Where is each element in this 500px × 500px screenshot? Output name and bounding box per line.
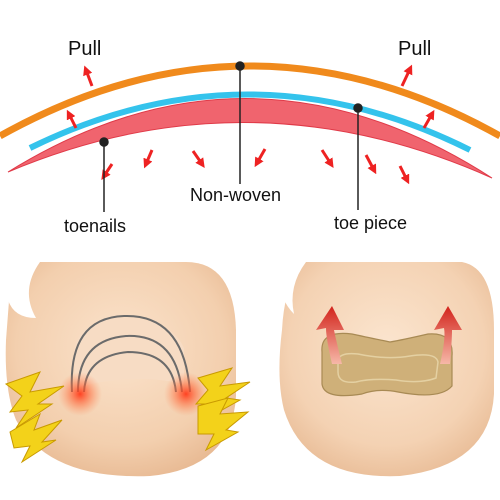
toe-after-illustration: [279, 262, 494, 477]
pointers: [99, 61, 363, 212]
toe-before-illustration: [4, 262, 251, 477]
down-arrow-icon: [254, 148, 267, 168]
lightning-bolt-icon: [197, 397, 250, 452]
non-woven-label: Non-woven: [190, 185, 281, 205]
up-arrow-icon: [422, 109, 435, 129]
up-arrow-icon: [83, 65, 94, 87]
down-arrow-icon: [320, 149, 334, 169]
toe-piece-pointer-dot: [353, 103, 363, 113]
patch-inner-outline: [337, 352, 439, 384]
pain-glow-left: [58, 372, 102, 416]
toenails-pointer-dot: [99, 137, 109, 147]
non-woven-pointer-dot: [235, 61, 245, 71]
lightning-bolts: [4, 367, 251, 464]
pull-arrows: [66, 64, 435, 129]
layer-diagram: Pull Pull Non-woven toenails toe piece: [0, 38, 500, 236]
lightning-bolt-icon: [9, 412, 63, 464]
lightning-bolt-icon: [194, 367, 251, 421]
ingrown-nail-outline: [70, 314, 191, 393]
pain-glow-right: [164, 372, 208, 416]
up-arrow-icon: [66, 109, 78, 129]
down-arrow-icon: [398, 165, 410, 185]
toenails-label: toenails: [64, 216, 126, 236]
up-arrow-icon: [400, 64, 413, 87]
toe-notch-right: [280, 262, 306, 314]
curved-lift-arrow-icon: [434, 306, 462, 364]
pull-label-left: Pull: [68, 38, 101, 60]
down-arrow-icon: [143, 149, 154, 169]
toe-piece-label: toe piece: [334, 213, 407, 233]
corrective-patch: [321, 332, 453, 397]
film-layer: [28, 91, 472, 153]
non-woven-pull-layer: [0, 62, 500, 140]
toenail-layer: [7, 98, 493, 179]
pressure-arrows: [101, 148, 410, 185]
curved-lift-arrow-icon: [316, 306, 344, 364]
lightning-bolt-icon: [4, 371, 65, 429]
down-arrow-icon: [101, 163, 114, 180]
toe-notch-left: [8, 262, 40, 318]
pull-label-right: Pull: [398, 38, 431, 60]
down-arrow-icon: [191, 150, 205, 168]
down-arrow-icon: [364, 154, 377, 175]
